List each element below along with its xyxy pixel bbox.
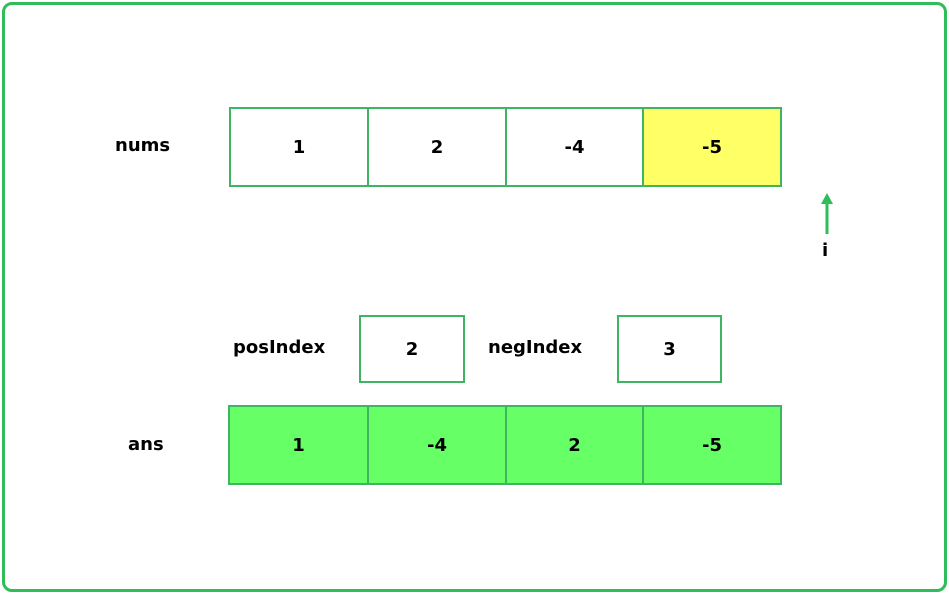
ans-cell-3: -5 [642,405,782,485]
ans-array: 1 -4 2 -5 [228,405,782,485]
posindex-label: posIndex [233,337,326,358]
up-arrow-icon [821,193,833,234]
ans-cell-1: -4 [367,405,507,485]
nums-cell-0: 1 [229,107,369,187]
ans-cell-0: 1 [228,405,369,485]
negindex-value-box: 3 [617,315,722,383]
ans-label: ans [128,434,164,455]
nums-cell-2: -4 [505,107,644,187]
nums-label: nums [115,135,171,156]
negindex-label: negIndex [488,337,583,358]
nums-array: 1 2 -4 -5 [229,107,782,187]
pointer-label: i [822,240,829,261]
nums-cell-3: -5 [642,107,782,187]
ans-cell-2: 2 [505,405,644,485]
posindex-value-box: 2 [359,315,465,383]
nums-cell-1: 2 [367,107,507,187]
